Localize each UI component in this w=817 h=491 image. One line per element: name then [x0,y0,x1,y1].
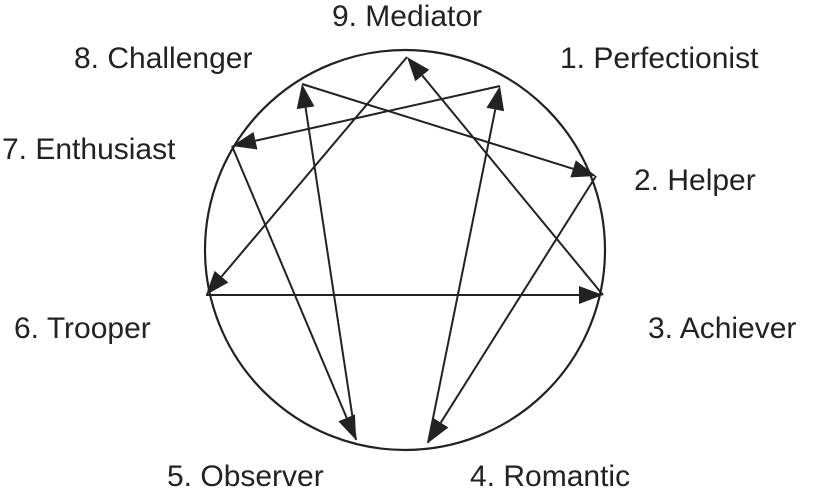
arrowhead-1-to-7 [232,132,258,150]
node-label-challenger: 8. Challenger [74,42,252,75]
node-label-romantic: 4. Romantic [470,460,630,491]
node-label-perfectionist: 1. Perfectionist [560,42,759,75]
edge-9-to-6 [220,56,408,278]
node-label-achiever: 3. Achiever [648,312,796,345]
arrowhead-2-to-4 [428,417,449,443]
edges-layer [206,56,604,444]
edge-2-to-4 [439,175,597,424]
enneagram-circle [203,48,607,452]
node-label-helper: 2. Helper [634,164,756,197]
node-label-mediator: 9. Mediator [332,0,482,33]
node-label-trooper: 6. Trooper [14,312,151,345]
node-label-observer: 5. Observer [167,460,324,491]
arrowhead-4-to-1 [486,86,505,112]
arrowhead-6-to-3 [579,286,603,304]
edge-5-to-8 [304,107,357,441]
arrowhead-7-to-5 [338,414,356,440]
arrowhead-5-to-8 [296,84,315,110]
node-label-enthusiast: 7. Enthusiast [2,133,176,166]
labels-layer: 9. Mediator 1. Perfectionist 2. Helper 3… [2,0,796,491]
edge-8-to-2 [301,83,574,170]
arrowhead-8-to-2 [570,160,596,178]
arrowhead-9-to-6 [206,270,229,295]
arrowhead-3-to-9 [407,57,430,82]
edge-3-to-9 [421,74,604,296]
edge-7-to-5 [231,145,348,419]
edge-4-to-1 [427,109,497,444]
edge-1-to-7 [255,85,501,142]
